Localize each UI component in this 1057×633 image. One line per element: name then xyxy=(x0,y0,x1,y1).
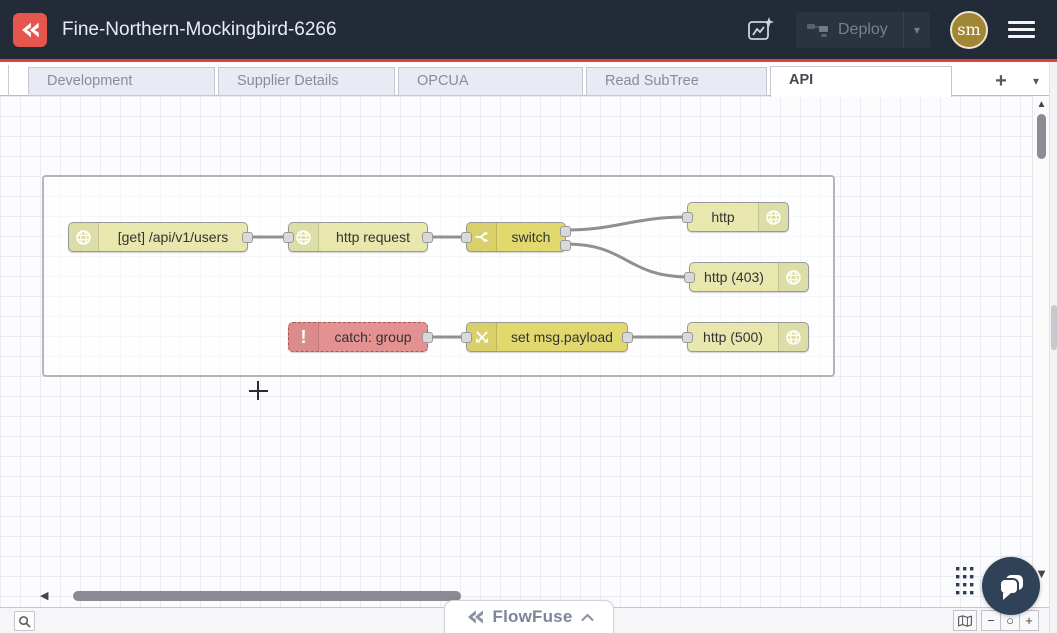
tab-label: Supplier Details xyxy=(237,73,339,89)
chat-bubbles-icon xyxy=(999,575,1023,600)
scroll-left-icon[interactable]: ◀ xyxy=(40,590,49,602)
node-label: set msg.payload xyxy=(511,329,613,345)
header: Fine-Northern-Mockingbird-6266 Deploy ▾ xyxy=(0,0,1057,62)
chevron-up-icon xyxy=(581,613,593,621)
input-port[interactable] xyxy=(461,232,472,243)
deploy-label: Deploy xyxy=(838,20,888,38)
flow-assistant-icon[interactable] xyxy=(744,14,776,46)
globe-icon xyxy=(289,223,319,251)
page-scrollbar[interactable] xyxy=(1049,62,1057,633)
output-port[interactable] xyxy=(622,332,633,343)
node-label: http (403) xyxy=(704,269,764,285)
tab-development[interactable]: Development xyxy=(28,67,215,96)
flowfuse-badge-label: FlowFuse xyxy=(492,607,573,626)
input-port[interactable] xyxy=(461,332,472,343)
canvas-vertical-scrollbar[interactable]: ▲ ▼ xyxy=(1032,96,1049,607)
flowfuse-badge[interactable]: FlowFuse xyxy=(444,600,614,633)
output-port[interactable] xyxy=(242,232,253,243)
deploy-options-caret-icon[interactable]: ▾ xyxy=(913,22,921,37)
switch-fork-icon xyxy=(467,223,497,251)
change-arrows-icon xyxy=(467,323,497,351)
globe-icon xyxy=(778,323,808,351)
zoom-out-button[interactable]: − xyxy=(981,610,1001,631)
tab-read-subtree[interactable]: Read SubTree xyxy=(586,67,767,96)
instance-title: Fine-Northern-Mockingbird-6266 xyxy=(62,18,337,40)
input-port[interactable] xyxy=(682,332,693,343)
deploy-node-icon xyxy=(806,23,830,37)
node-label: [get] /api/v1/users xyxy=(117,229,229,245)
node-http-response[interactable]: http xyxy=(682,202,789,232)
input-port[interactable] xyxy=(682,212,693,223)
node-label: catch: group xyxy=(334,329,412,345)
map-icon xyxy=(958,614,972,627)
node-label: http request xyxy=(336,229,410,245)
node-http-in[interactable]: [get] /api/v1/users xyxy=(68,222,253,252)
avatar[interactable]: sm xyxy=(950,10,988,49)
tab-api-active[interactable]: API xyxy=(770,66,952,97)
deploy-divider xyxy=(903,11,904,48)
horizontal-scrollbar-thumb[interactable] xyxy=(73,591,461,601)
tab-opcua[interactable]: OPCUA xyxy=(398,67,583,96)
node-label: http (500) xyxy=(703,329,763,345)
output-port[interactable] xyxy=(422,332,433,343)
flowfuse-gray-logo-icon xyxy=(467,610,483,624)
input-port[interactable] xyxy=(684,272,695,283)
flow-canvas[interactable]: [get] /api/v1/users http request switch … xyxy=(0,96,1049,607)
add-flow-button[interactable]: + xyxy=(995,70,1007,92)
tabbar-left-divider xyxy=(8,65,9,96)
globe-icon xyxy=(778,263,808,291)
vertical-scrollbar-thumb[interactable] xyxy=(1037,114,1046,159)
globe-icon xyxy=(758,203,788,231)
tab-list-caret-icon[interactable]: ▾ xyxy=(1032,74,1040,88)
node-http-response-500[interactable]: http (500) xyxy=(682,322,809,352)
page-scrollbar-thumb[interactable] xyxy=(1051,305,1057,350)
node-http-response-403[interactable]: http (403) xyxy=(684,262,809,292)
node-http-request[interactable]: http request xyxy=(283,222,433,252)
deploy-button[interactable]: Deploy ▾ xyxy=(796,11,930,48)
zoom-in-button[interactable]: + xyxy=(1019,610,1039,631)
tab-label: OPCUA xyxy=(417,73,469,89)
exclamation-icon: ! xyxy=(289,323,319,351)
globe-icon xyxy=(69,223,99,251)
tab-label: Read SubTree xyxy=(605,73,699,89)
flowfuse-logo-icon[interactable] xyxy=(13,12,47,47)
navigator-button[interactable] xyxy=(953,610,977,631)
node-change[interactable]: set msg.payload xyxy=(461,322,633,352)
output-port-2[interactable] xyxy=(560,240,571,251)
widget-drag-handle-icon[interactable] xyxy=(956,567,975,599)
main-menu-icon[interactable] xyxy=(1008,21,1035,38)
node-label: switch xyxy=(511,229,551,245)
scroll-up-icon[interactable]: ▲ xyxy=(1036,99,1047,110)
tab-supplier-details[interactable]: Supplier Details xyxy=(218,67,395,96)
tab-label: Development xyxy=(47,73,133,89)
node-label: http xyxy=(711,209,735,225)
crosshair-cursor xyxy=(257,381,259,400)
output-port-1[interactable] xyxy=(560,226,571,237)
node-catch[interactable]: ! catch: group xyxy=(288,322,433,352)
input-port[interactable] xyxy=(283,232,294,243)
exclamation-glyph: ! xyxy=(300,327,307,347)
workspace-tab-bar: Development Supplier Details OPCUA Read … xyxy=(0,65,1049,97)
search-icon xyxy=(19,615,31,628)
output-port[interactable] xyxy=(422,232,433,243)
search-button[interactable] xyxy=(14,611,35,631)
node-switch[interactable]: switch xyxy=(461,222,571,252)
flowfuse-mark xyxy=(22,22,39,37)
tab-label: API xyxy=(789,72,814,88)
chat-widget-button[interactable] xyxy=(982,557,1040,615)
